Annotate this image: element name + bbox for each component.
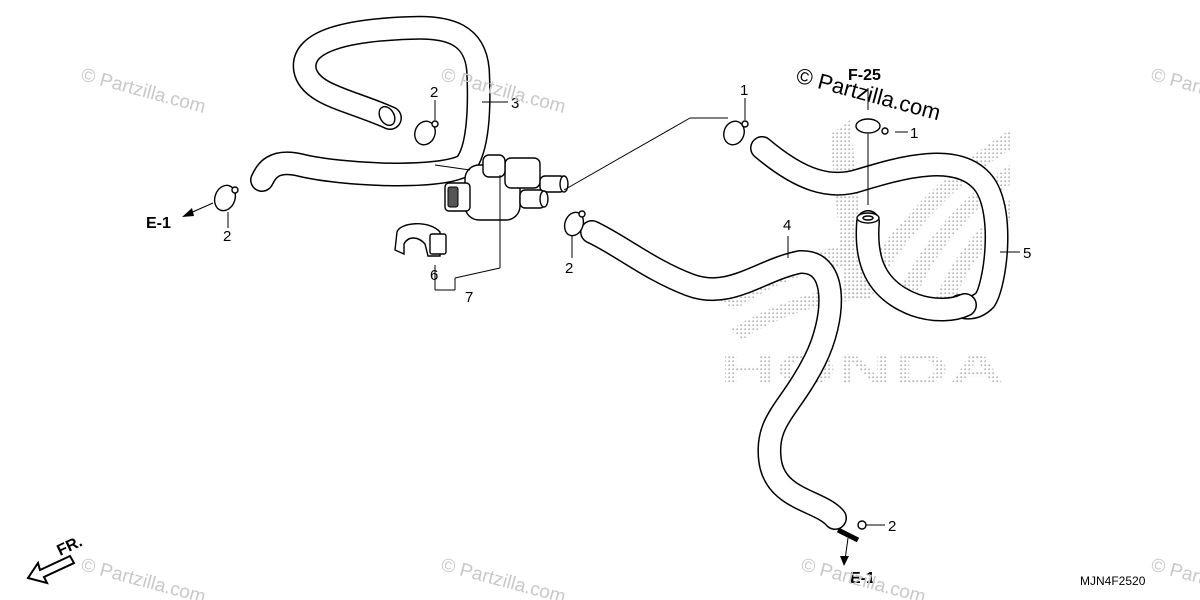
hose-4[interactable] bbox=[580, 220, 847, 530]
honda-wordmark: HONDA bbox=[720, 345, 1005, 394]
ref-e1-bottom: E-1 bbox=[850, 570, 875, 587]
clamp-1-top[interactable] bbox=[720, 118, 749, 147]
callout-2-topleft: 2 bbox=[430, 84, 438, 101]
air-injection-valve[interactable] bbox=[444, 154, 569, 225]
front-arrow-icon bbox=[26, 554, 76, 585]
hose-3[interactable] bbox=[250, 15, 491, 192]
clamp-2-left[interactable] bbox=[211, 182, 239, 213]
front-label: FR. bbox=[55, 533, 86, 559]
callout-3: 3 bbox=[511, 95, 519, 112]
watermark: © Partzilla.com bbox=[439, 65, 568, 118]
callout-4: 4 bbox=[783, 217, 791, 234]
callout-5: 5 bbox=[1023, 245, 1031, 262]
callout-1-top: 1 bbox=[740, 82, 748, 99]
watermark: © Partzilla.com bbox=[439, 555, 568, 600]
callout-2-bottom: 2 bbox=[888, 518, 896, 535]
ref-e1-left: E-1 bbox=[146, 215, 171, 232]
diagram-code: MJN4F2520 bbox=[1080, 574, 1146, 588]
watermark: © Partzilla.com bbox=[1149, 555, 1200, 600]
arrow-e1-left bbox=[182, 202, 214, 217]
clamp-2-top[interactable] bbox=[411, 118, 439, 147]
clamp-1-right[interactable] bbox=[855, 118, 889, 135]
leader-lines bbox=[227, 88, 1020, 526]
arrow-e1-bottom bbox=[840, 537, 849, 566]
clamp-2-mid[interactable] bbox=[561, 210, 586, 239]
callout-7: 7 bbox=[465, 289, 473, 306]
ref-f25: F-25 bbox=[848, 67, 881, 84]
hose-5[interactable] bbox=[750, 136, 1009, 322]
watermark: © Partzilla.com bbox=[1149, 65, 1200, 118]
valve-bracket[interactable] bbox=[394, 223, 447, 257]
callout-1-right: 1 bbox=[910, 125, 918, 142]
callout-2-mid: 2 bbox=[565, 260, 573, 277]
watermark: © Partzilla.com bbox=[799, 555, 928, 600]
watermark: © Partzilla.com bbox=[79, 65, 208, 118]
callout-2-left: 2 bbox=[223, 228, 231, 245]
watermark: © Partzilla.com bbox=[79, 555, 208, 600]
callout-6: 6 bbox=[430, 267, 438, 284]
